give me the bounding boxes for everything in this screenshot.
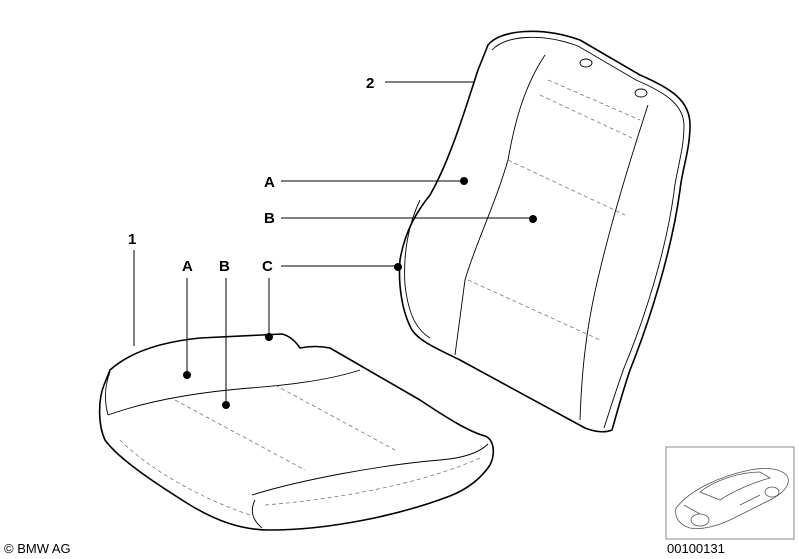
headrest-guide-hole <box>579 58 593 68</box>
seat-cushion <box>98 333 495 531</box>
callout-2: 2 <box>366 75 374 92</box>
callout-backrest-b: B <box>264 210 275 227</box>
callout-backrest-a: A <box>264 174 275 191</box>
marker-backrest-b <box>529 215 537 223</box>
thumbnail-frame <box>665 446 795 540</box>
marker-c-backrest <box>394 263 402 271</box>
cushion-outline <box>98 333 495 531</box>
callout-cushion-a: A <box>182 258 193 275</box>
callouts: 2 A B C 1 A B <box>128 75 537 409</box>
callout-cushion-b: B <box>219 258 230 275</box>
copyright-text: © BMW AG <box>4 541 71 556</box>
marker-cushion-b <box>222 401 230 409</box>
diagram-number: 00100131 <box>667 541 725 556</box>
vehicle-thumbnail <box>665 446 795 540</box>
car-icon <box>675 468 789 529</box>
marker-backrest-a <box>460 177 468 185</box>
callout-c: C <box>262 258 273 275</box>
marker-c-cushion <box>265 333 273 341</box>
headrest-guide-hole <box>634 88 648 98</box>
callout-1: 1 <box>128 231 136 248</box>
seat-backrest <box>398 30 691 433</box>
marker-cushion-a <box>183 371 191 379</box>
